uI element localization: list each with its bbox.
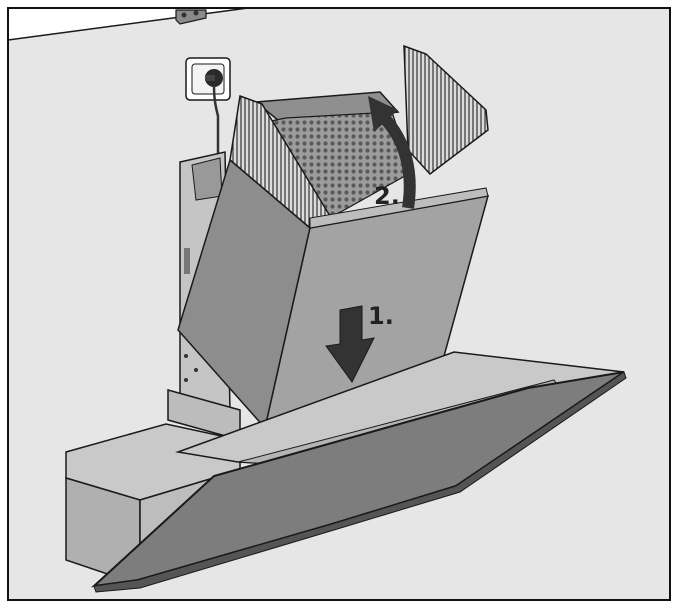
figure-frame <box>7 7 671 601</box>
power-socket-icon <box>185 57 231 160</box>
down-arrow-icon <box>325 305 375 383</box>
ceiling-edge <box>7 7 249 41</box>
step-1-label: 1. <box>368 302 394 330</box>
step-2-label: 2. <box>374 182 400 210</box>
chimney-top-rim <box>309 187 489 229</box>
glass-panel-edge <box>93 371 627 593</box>
chimney-upper <box>229 44 489 229</box>
mounting-bracket-icon <box>175 9 207 25</box>
curved-up-arrow-icon <box>368 96 416 209</box>
